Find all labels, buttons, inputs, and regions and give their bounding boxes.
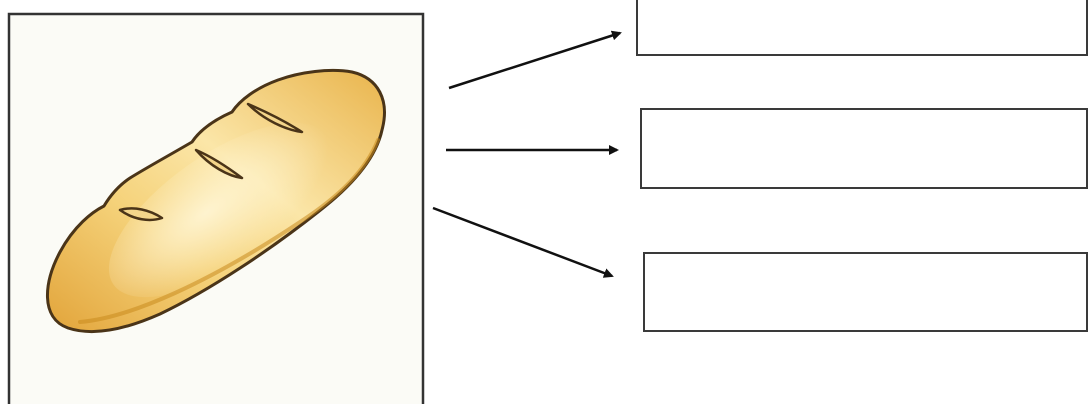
bread-shadow-edge [78,138,380,324]
arrow-to-box-3 [432,206,614,278]
answer-box-1[interactable] [636,0,1088,56]
bread-score-3 [246,102,304,134]
answer-box-2[interactable] [640,108,1088,189]
bread-loaf-icon [46,68,386,334]
answer-box-3[interactable] [643,252,1088,332]
bread-score-2 [194,148,244,180]
arrow-to-box-1 [448,30,622,90]
bread-loaf-highlight [108,122,332,298]
bread-score-1 [118,207,164,222]
